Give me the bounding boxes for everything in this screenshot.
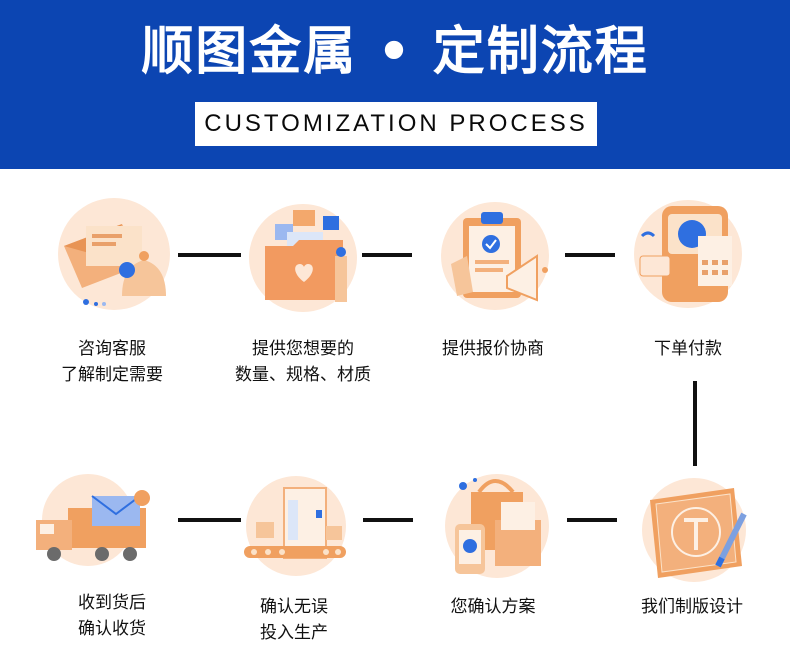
connector-2-3 (362, 253, 412, 257)
step-quote-label-1: 提供报价协商 (442, 339, 544, 359)
connector-3-4 (565, 253, 615, 257)
step-provide-spec-label-2: 数量、规格、材质 (235, 365, 371, 385)
pos-terminal-icon (634, 200, 742, 308)
step-production-label-2: 投入生产 (260, 623, 328, 643)
connector-1-2 (178, 253, 241, 257)
step-confirm-plan-label-1: 您确认方案 (450, 597, 536, 617)
shopping-bag-phone-icon (445, 474, 549, 578)
clipboard-megaphone-icon (441, 202, 549, 310)
step-receive-label-1: 收到货后 (78, 593, 146, 613)
folder-heart-icon (249, 204, 357, 312)
production-line-icon (244, 476, 346, 576)
step-receive-label-2: 确认收货 (78, 619, 146, 639)
step-production-label-1: 确认无误 (260, 597, 328, 617)
blueprint-pen-icon (642, 478, 747, 582)
step-design-label-1: 我们制版设计 (641, 597, 743, 617)
header-banner: 顺图金属 • 定制流程 CUSTOMIZATION PROCESS (0, 0, 790, 169)
step-payment-label-1: 下单付款 (654, 339, 722, 359)
page-subtitle: CUSTOMIZATION PROCESS (195, 102, 597, 146)
step-provide-spec-label-1: 提供您想要的 (252, 339, 354, 359)
page-title: 顺图金属 • 定制流程 (141, 22, 649, 82)
connector-4-5 (693, 381, 697, 466)
step-consult-label-2: 了解制定需要 (61, 365, 163, 385)
step-consult-label-1: 咨询客服 (78, 339, 146, 359)
delivery-truck-icon (36, 474, 150, 566)
connector-7-8 (178, 518, 241, 522)
envelope-bell-icon (58, 198, 170, 310)
connector-5-6 (567, 518, 617, 522)
connector-6-7 (363, 518, 413, 522)
